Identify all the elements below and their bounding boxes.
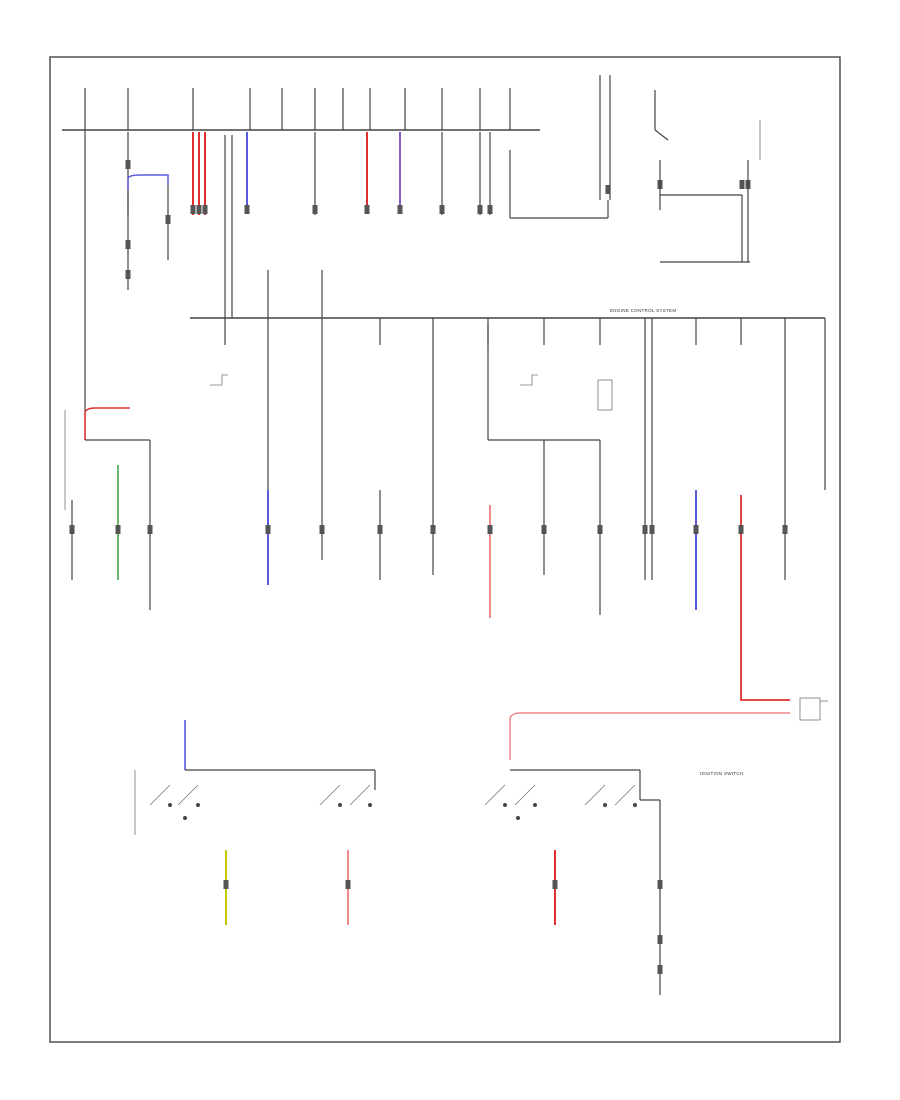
mid-connector-3 — [265, 525, 271, 534]
top-connector-12 — [477, 205, 483, 214]
top-connector-11 — [439, 205, 445, 214]
mid-bus-drops — [224, 270, 786, 580]
top-connector-1 — [125, 240, 131, 249]
wire-red-5 — [740, 495, 790, 701]
top-connector-4 — [190, 205, 196, 214]
mid-connector-14 — [782, 525, 788, 534]
diagram-frame — [49, 56, 841, 1043]
top-fuse-drops — [84, 88, 511, 290]
top-connector-0 — [125, 160, 131, 169]
top-connector-10 — [397, 205, 403, 214]
lower-connector-4 — [657, 935, 663, 944]
lower-connector-3 — [657, 880, 663, 889]
top-connector-13 — [487, 205, 493, 214]
mid-connector-7 — [487, 525, 493, 534]
lower-right-connectors — [223, 880, 663, 974]
top-connector-9 — [364, 205, 370, 214]
top-connector-14 — [605, 185, 611, 194]
ground-symbols — [210, 374, 613, 411]
top-connector-7 — [244, 205, 250, 214]
mid-connector-5 — [377, 525, 383, 534]
lower-connector-2 — [552, 880, 558, 889]
top-connectors — [125, 160, 751, 279]
mid-connector-6 — [430, 525, 436, 534]
top-colored-wires — [127, 132, 401, 215]
engine-control-system-label: ENGINE CONTROL SYSTEM — [610, 308, 676, 313]
mid-connector-0 — [69, 525, 75, 534]
mid-connector-13 — [738, 525, 744, 534]
ignition-switch-label: IGNITION SWITCH — [700, 771, 744, 776]
top-connector-3 — [165, 215, 171, 224]
lower-connector-0 — [223, 880, 229, 889]
wire-blue-2 — [127, 174, 169, 190]
top-connector-2 — [125, 270, 131, 279]
mid-connector-11 — [649, 525, 655, 534]
mid-lower-connectors — [69, 525, 788, 534]
mid-connector-8 — [541, 525, 547, 534]
mid-connector-9 — [597, 525, 603, 534]
lower-connector-1 — [345, 880, 351, 889]
right-connector-block — [799, 697, 828, 721]
mid-branch-wires — [487, 318, 826, 615]
mid-connector-4 — [319, 525, 325, 534]
top-connector-8 — [312, 205, 318, 214]
mid-colored-wires — [267, 490, 790, 760]
upper-right-relay — [509, 75, 761, 263]
top-connector-5 — [196, 205, 202, 214]
wire-pink-2 — [509, 712, 790, 760]
mid-connector-10 — [642, 525, 648, 534]
mid-connector-12 — [693, 525, 699, 534]
top-connector-16 — [739, 180, 745, 189]
left-side-circuit — [64, 130, 151, 610]
lower-connector-5 — [657, 965, 663, 974]
ignition-switch-left — [134, 720, 376, 925]
ignition-switch-right: IGNITION SWITCH — [484, 769, 744, 995]
mid-connector-1 — [115, 525, 121, 534]
mid-connector-2 — [147, 525, 153, 534]
top-connector-6 — [202, 205, 208, 214]
